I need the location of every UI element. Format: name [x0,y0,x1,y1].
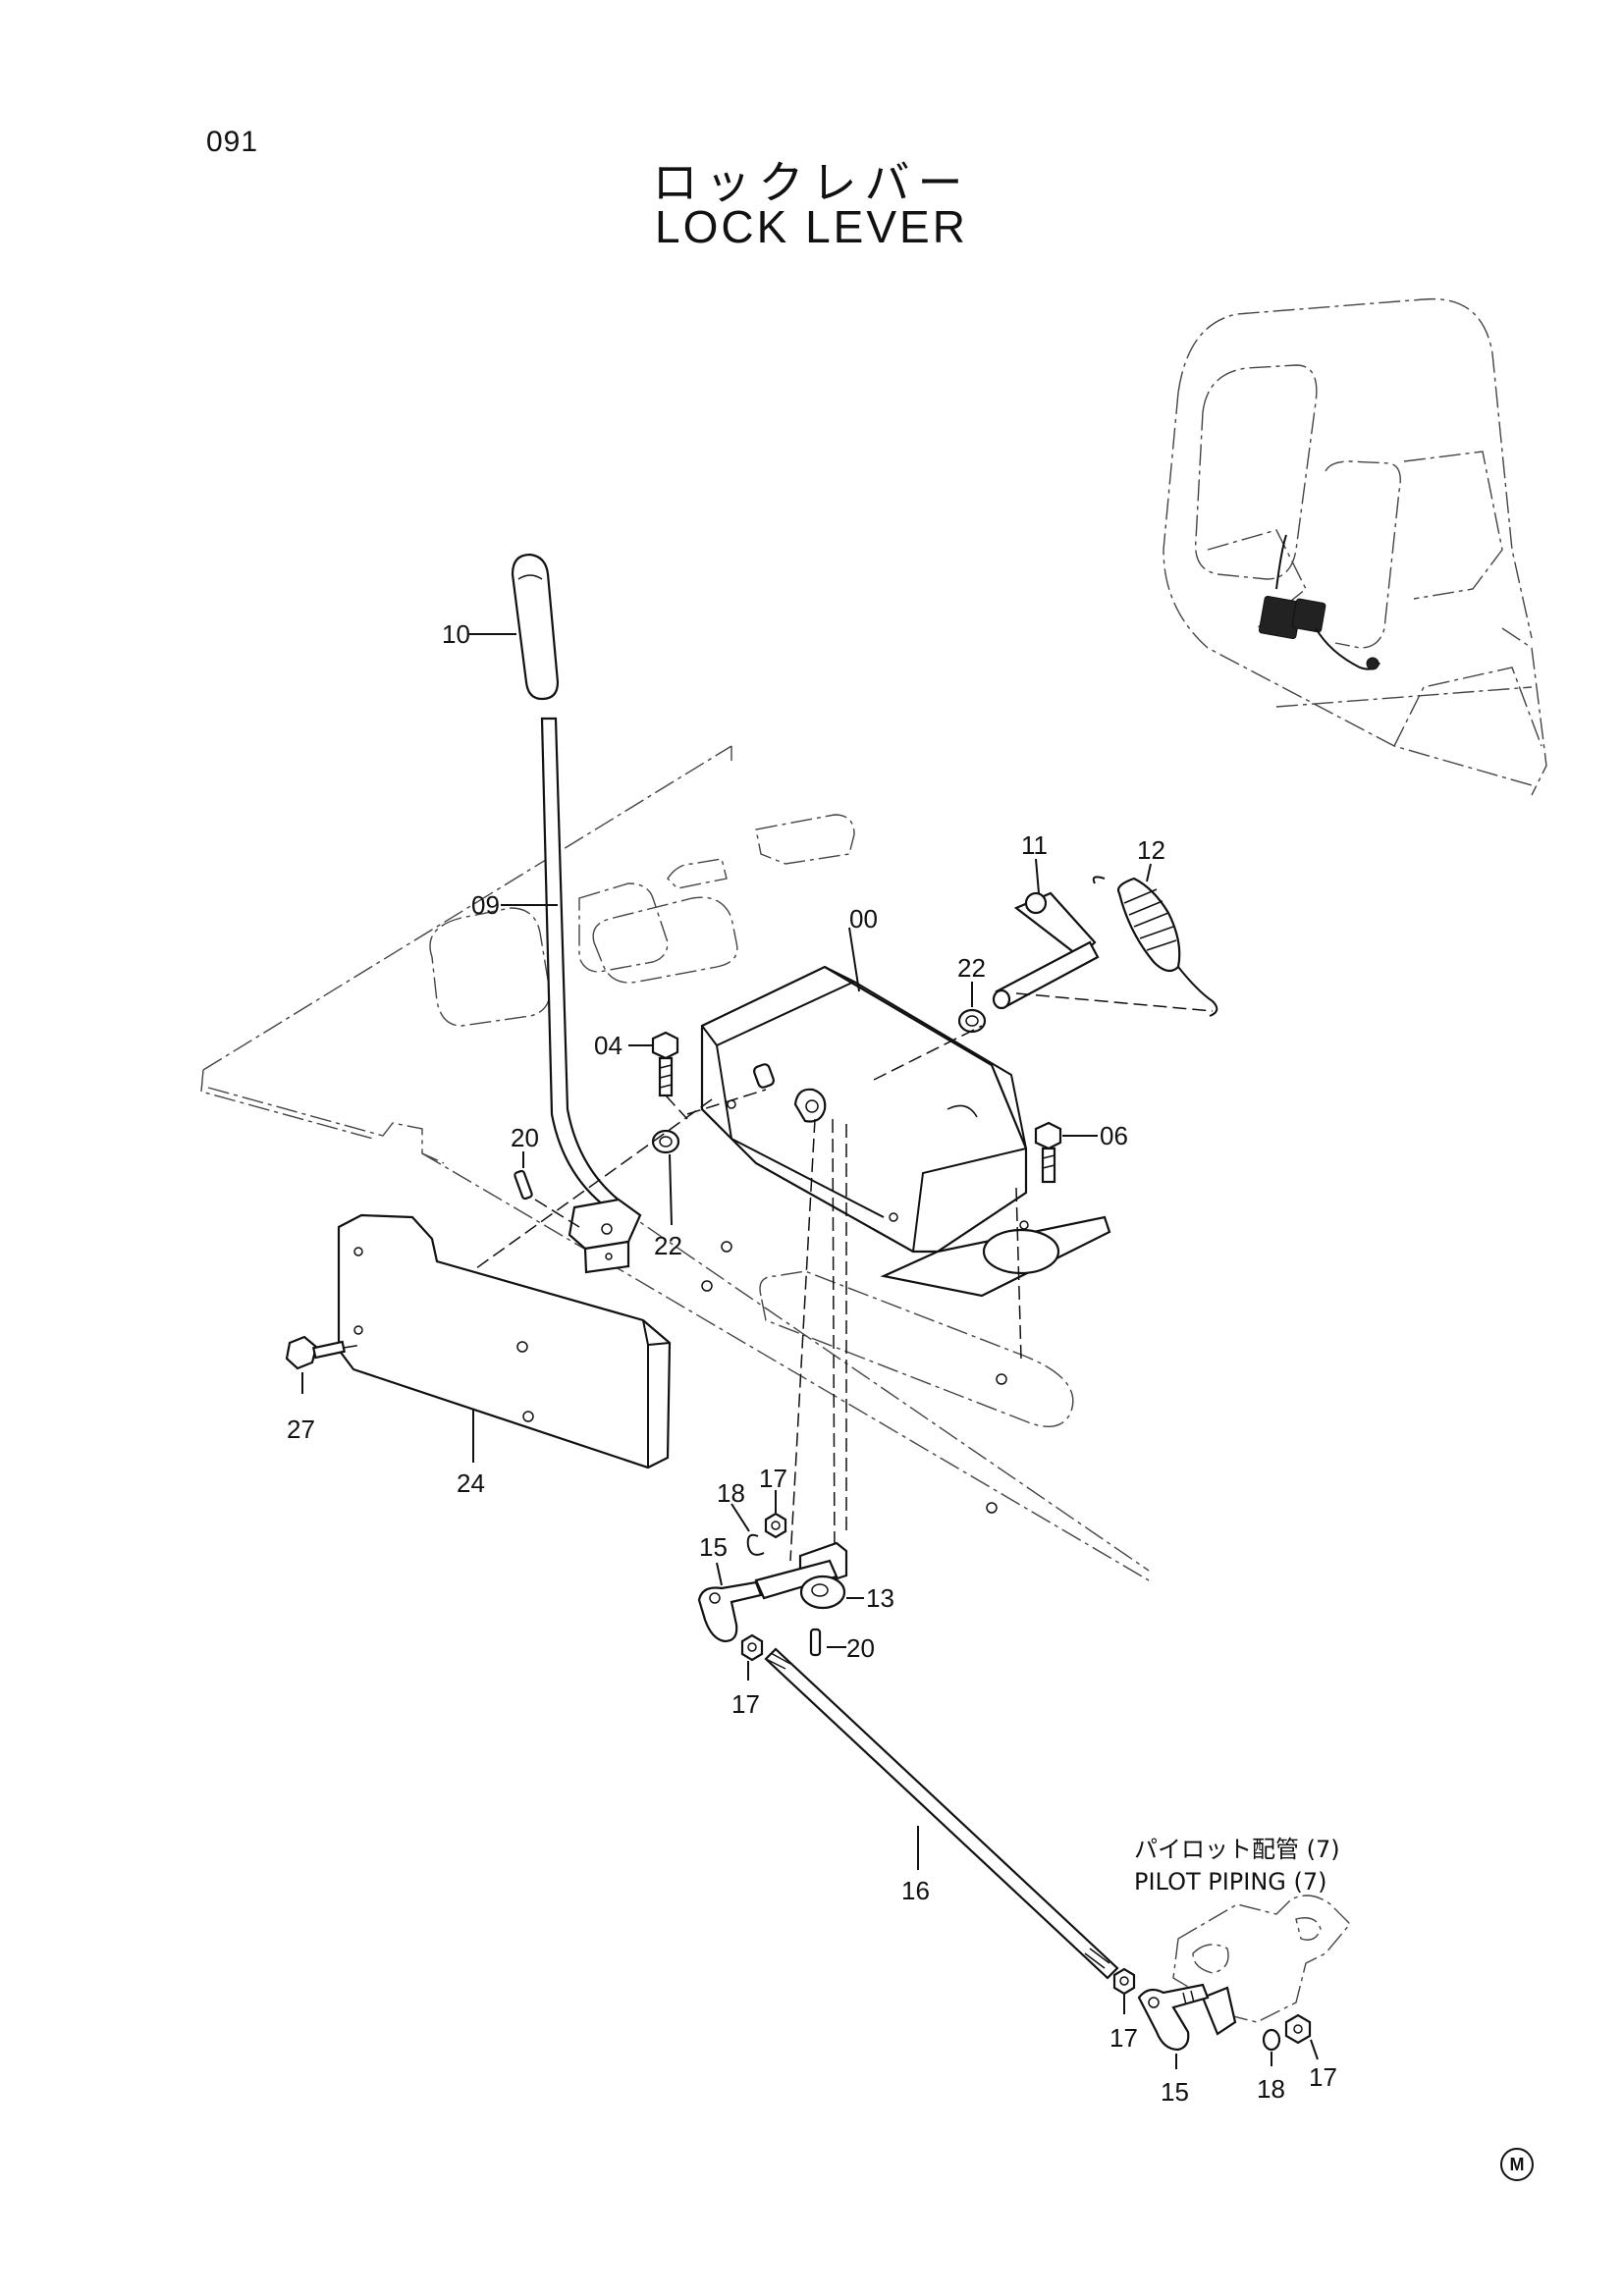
part-12-spring: 12 [1092,835,1218,1017]
part-17-nut-upper: 17 [759,1464,787,1539]
part-17-nut-middle: 17 [731,1633,764,1719]
alignment-lines [451,992,1214,1562]
part-18-washer-upper: 18 [717,1478,765,1556]
reference-jp: パイロット配管 (7) [1134,1836,1340,1863]
part-20-pin-upper: 20 [511,1123,580,1228]
page-number: 091 [206,126,259,158]
part-24-cover: 24 [337,1213,672,1498]
title-english: LOCK LEVER [655,201,968,252]
floor-plate [200,745,1150,1581]
part-18-washer-lower: 18 [1257,2028,1285,2104]
callout-17-lower-left: 17 [1109,2023,1138,2053]
callout-15-upper: 15 [699,1532,728,1562]
part-11-shaft: 11 [992,830,1100,1010]
callout-18-upper: 18 [717,1478,745,1508]
callout-13: 13 [866,1583,894,1613]
part-09-lever: 09 [471,717,642,1274]
part-22-bushing-right: 22 [957,953,987,1034]
callout-24: 24 [457,1468,485,1498]
callout-22-right: 22 [957,953,986,983]
callout-17-middle: 17 [731,1689,760,1719]
part-15-rod-end-upper: 15 [697,1532,763,1643]
callout-09: 09 [471,890,500,920]
callout-16: 16 [901,1876,930,1905]
reference-en: PILOT PIPING (7) [1134,1868,1327,1896]
cab-inset [1163,297,1547,796]
part-27-bolt: 27 [285,1335,362,1444]
callout-20-lower: 20 [846,1633,875,1663]
callout-10: 10 [442,619,470,649]
part-06-bolt: 06 [1034,1121,1128,1184]
part-17-nut-lower-right: 17 [1284,2013,1337,2092]
title-japanese: ロックレバー [652,156,971,209]
callout-18-lower: 18 [1257,2074,1285,2104]
callout-12: 12 [1137,835,1165,865]
part-22-bushing-left: 22 [651,1129,682,1260]
callout-22-left: 22 [654,1231,682,1260]
part-20-pin-lower: 20 [809,1628,875,1663]
part-13-lever-arm: 13 [754,1541,894,1613]
callout-20-upper: 20 [511,1123,539,1152]
callout-27: 27 [287,1415,315,1444]
callout-00: 00 [849,904,878,934]
callout-06: 06 [1100,1121,1128,1150]
callout-17-lower-right: 17 [1309,2062,1337,2092]
callout-17-upper: 17 [759,1464,787,1493]
callout-15-lower: 15 [1161,2077,1189,2107]
part-04-bolt: 04 [594,1031,688,1120]
part-17-nut-lower-left: 17 [1109,1967,1138,2053]
pilot-piping-reference: パイロット配管 (7) PILOT PIPING (7) [1134,1836,1351,2036]
callout-04: 04 [594,1031,622,1060]
part-16-rod: 16 [764,1647,1119,1980]
manufacturer-mark: M [1500,2148,1534,2181]
part-00-bracket: 00 [700,904,1111,1298]
callout-11: 11 [1021,830,1048,860]
part-10-grip: 10 [442,553,560,701]
part-15-rod-end-lower: 15 [1137,1983,1210,2107]
